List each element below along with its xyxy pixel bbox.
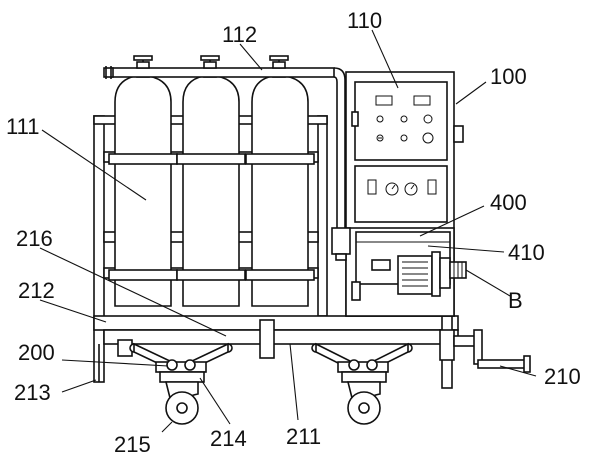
- motor-compartment: [331, 227, 467, 317]
- moving-mechanism: [117, 319, 455, 383]
- callout-213: 213: [14, 380, 51, 405]
- leader-lines: [39, 29, 537, 433]
- tank-2: [176, 67, 246, 307]
- callout-B: B: [508, 288, 523, 313]
- caster-right: [346, 381, 381, 425]
- callout-212: 212: [18, 278, 55, 303]
- callout-200: 200: [18, 340, 55, 365]
- callout-111: 111: [6, 114, 39, 139]
- crank-handle: [453, 329, 531, 373]
- callout-110: 110: [347, 8, 382, 33]
- callout-216: 216: [16, 226, 53, 251]
- caster-left: [164, 381, 199, 425]
- callout-215: 215: [114, 432, 151, 457]
- callout-400: 400: [490, 190, 527, 215]
- callout-210: 210: [544, 364, 581, 389]
- tank-group: [108, 67, 315, 307]
- manifold-pipe: [103, 55, 352, 228]
- callout-100: 100: [490, 64, 527, 89]
- callout-112: 112: [222, 22, 257, 47]
- tank-3: [245, 67, 315, 307]
- callout-410: 410: [508, 240, 545, 265]
- tank-1: [108, 67, 178, 307]
- callout-211: 211: [286, 424, 321, 449]
- callout-214: 214: [210, 426, 247, 451]
- callout-labels: 110 112 100 111 400 410 216 212 B 200 21…: [6, 8, 581, 457]
